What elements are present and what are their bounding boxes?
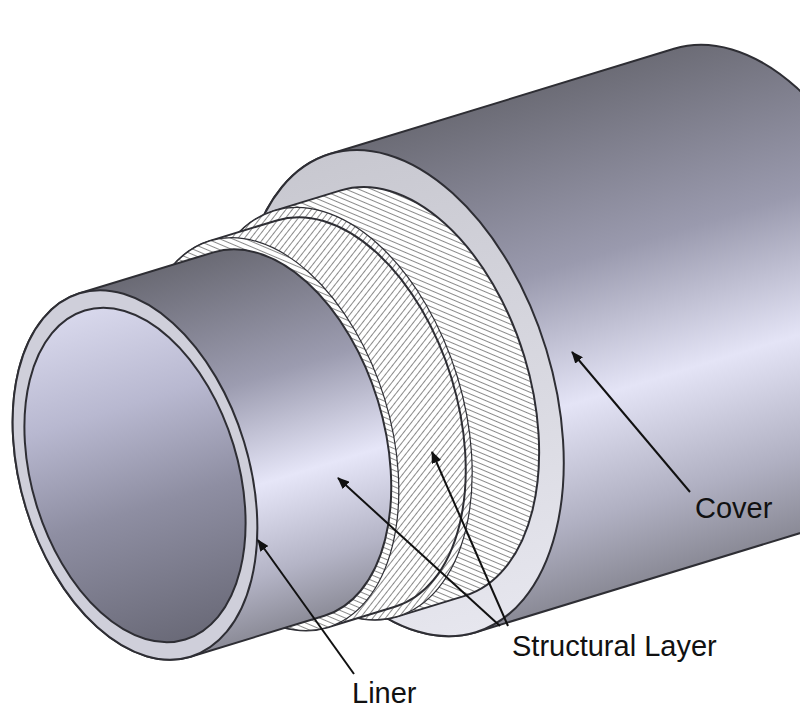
liner-bore: [0, 280, 284, 669]
liner-shell: [0, 219, 433, 690]
leader-line: [258, 540, 354, 674]
part-label: Cover: [695, 494, 772, 523]
leader-lines: [258, 352, 690, 674]
part-label: Liner: [352, 679, 417, 708]
pipe-body: [0, 5, 800, 719]
leader-line: [572, 352, 690, 492]
leader-line: [432, 452, 508, 626]
liner-face: [0, 260, 300, 690]
part-label: Structural Layer: [512, 632, 717, 661]
